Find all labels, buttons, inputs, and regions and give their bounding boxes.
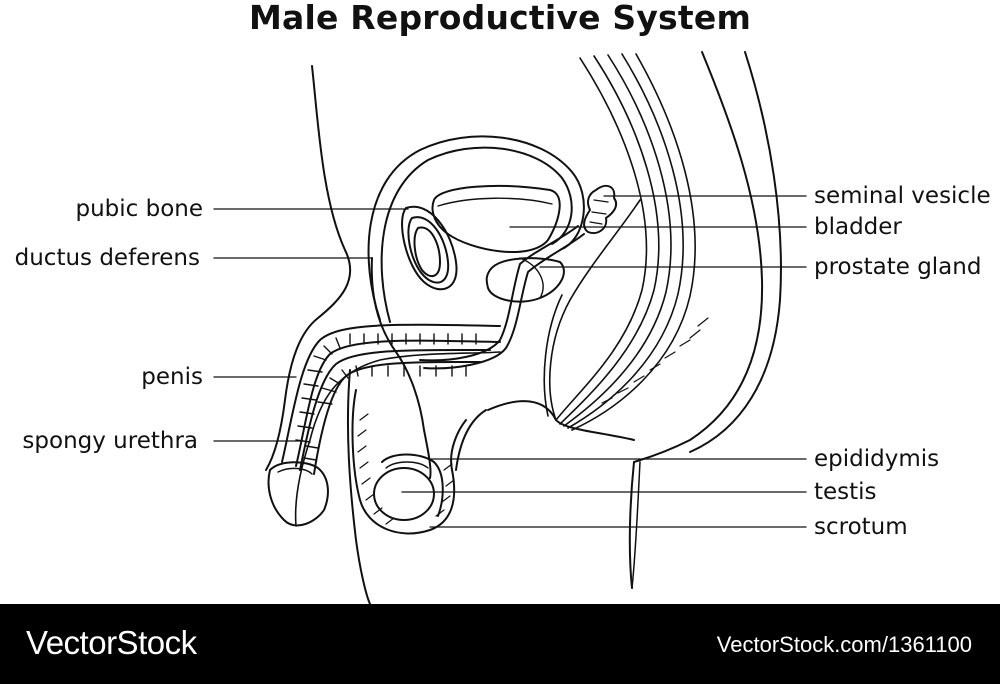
ductus-deferens [370,257,432,479]
leader-lines [213,195,807,528]
pelvic-cavity [367,135,585,321]
back-outline-2 [689,51,782,453]
rectum-hatch [601,317,709,404]
rectum-bands [543,53,696,431]
perineum-outline [487,400,635,441]
abdomen-outline [265,65,352,471]
spongy-urethra [294,351,501,527]
label-spongy-urethra: spongy urethra [22,428,198,454]
diagram-title: Male Reproductive System [248,0,752,37]
vectorstock-url: VectorStock.com/1361100 [716,632,972,657]
glans-penis [267,461,329,527]
label-testis: testis [814,479,877,505]
penis-hatch [295,333,477,461]
pubic-bone [401,205,458,291]
anatomy-illustration [213,51,807,604]
label-bladder: bladder [814,214,902,240]
bladder [431,184,561,253]
testis [373,467,435,521]
label-penis: penis [141,364,203,390]
label-scrotum: scrotum [814,514,908,540]
watermark-footer: VectorStock VectorStock.com/1361100 [0,604,1000,684]
leg-back [628,461,635,589]
label-seminal-vesicle: seminal vesicle [814,183,991,209]
scrotum-hatch [357,413,455,525]
label-ductus-deferens: ductus deferens [14,245,200,271]
thigh-outline [346,369,371,604]
label-pubic-bone: pubic bone [75,196,203,222]
vectorstock-logo: VectorStock [26,624,197,661]
label-prostate-gland: prostate gland [814,254,982,280]
epididymis [381,453,444,517]
label-epididymis: epididymis [814,446,940,472]
back-outline [633,51,764,463]
scrotum [351,389,467,535]
seminal-vesicle [583,184,618,234]
